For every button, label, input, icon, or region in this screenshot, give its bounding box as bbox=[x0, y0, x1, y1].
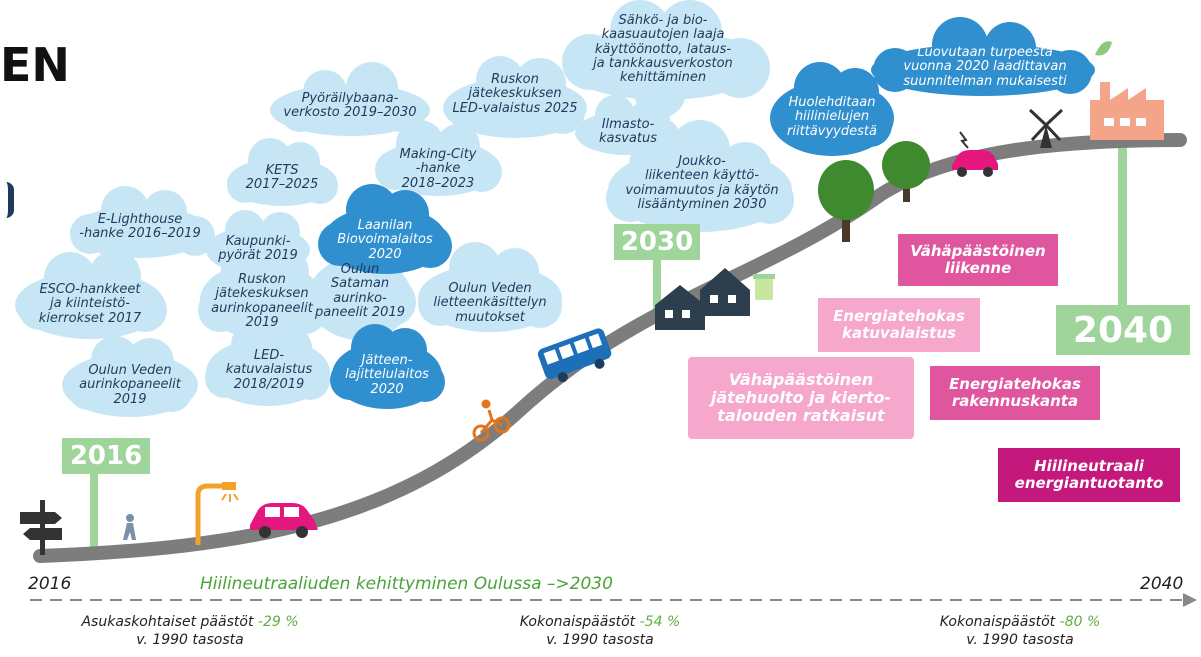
cloud-shapes-dark bbox=[318, 17, 1095, 409]
cloud-shape bbox=[70, 186, 215, 258]
timeline-title: Hiilineutraaliuden kehittyminen Oulussa … bbox=[200, 574, 613, 594]
stat-value: -29 % bbox=[257, 614, 299, 630]
cloud-label: Kaupunki- pyörät 2019 bbox=[218, 234, 298, 264]
bus-icon bbox=[537, 328, 612, 383]
pedestrian-icon bbox=[123, 514, 136, 540]
cloud-label: Pyöräilybaana- verkosto 2019–2030 bbox=[283, 91, 417, 121]
focus-box: Hiilineutraali energiantuotanto bbox=[998, 448, 1180, 502]
stat-value: -80 % bbox=[1059, 614, 1101, 630]
milestone-2040: 2040 bbox=[1056, 305, 1190, 355]
timeline-arrow-icon bbox=[1183, 593, 1197, 607]
cloud-shape bbox=[270, 62, 430, 136]
focus-box: Vähäpäästöinen liikenne bbox=[898, 234, 1058, 286]
tree-icon bbox=[818, 160, 874, 242]
recycling-bin-icon bbox=[753, 274, 775, 300]
cloud-shapes bbox=[15, 0, 794, 417]
focus-box: Energiatehokas katuvalaistus bbox=[818, 298, 980, 352]
cloud-label: Making-City -hanke 2018–2023 bbox=[399, 147, 477, 191]
stat-block: Kokonaispäästöt -80 % v. 1990 tasosta bbox=[870, 614, 1170, 649]
stat-sub: v. 1990 tasosta bbox=[546, 631, 654, 648]
cloud-label: Sähkö- ja bio- kaasuautojen laaja käyttö… bbox=[593, 13, 733, 86]
milestone-post-2030 bbox=[653, 258, 661, 318]
cloud-label: ESCO-hankkeet ja kiinteistö- kierrokset … bbox=[38, 282, 142, 326]
milestone-2016: 2016 bbox=[62, 438, 150, 474]
cloud-shape bbox=[205, 321, 330, 406]
cloud-shape bbox=[375, 120, 502, 196]
cloud-shape bbox=[606, 120, 794, 232]
stat-block: Asukaskohtaiset päästöt -29 % v. 1990 ta… bbox=[40, 614, 340, 649]
leaf-icon bbox=[1095, 41, 1112, 56]
windmill-icon bbox=[1028, 108, 1064, 148]
cloud-shape bbox=[418, 242, 562, 332]
focus-box: Energiatehokas rakennuskanta bbox=[930, 366, 1100, 420]
cloud-shape bbox=[330, 324, 445, 409]
cloud-label: Oulun Veden lietteenkäsittelyn muutokset bbox=[433, 281, 547, 325]
tree-icon bbox=[882, 141, 930, 202]
signpost-icon bbox=[20, 500, 62, 555]
houses-icon bbox=[655, 268, 750, 330]
stat-label: Kokonaispäästöt bbox=[939, 614, 1056, 630]
cloud-shape bbox=[871, 17, 1095, 96]
cloud-label: Luovutaan turpeesta vuonna 2020 laaditta… bbox=[903, 45, 1067, 89]
cloud-shape bbox=[770, 62, 894, 156]
stat-block: Kokonaispäästöt -54 % v. 1990 tasosta bbox=[450, 614, 750, 649]
stat-label: Asukaskohtaiset päästöt bbox=[81, 614, 254, 630]
cloud-shape bbox=[15, 250, 167, 339]
electric-car-icon bbox=[952, 131, 998, 177]
cloud-label: E-Lighthouse -hanke 2016–2019 bbox=[79, 212, 201, 242]
stat-sub: v. 1990 tasosta bbox=[136, 631, 244, 648]
street-lamp-icon bbox=[195, 482, 239, 545]
stat-sub: v. 1990 tasosta bbox=[966, 631, 1074, 648]
milestone-post-2016 bbox=[90, 470, 98, 552]
factory-icon bbox=[1090, 82, 1164, 140]
milestone-post-2040 bbox=[1118, 148, 1127, 308]
cloud-shape bbox=[443, 56, 587, 138]
cloud-label: Ruskon jätekeskuksen LED-valaistus 2025 bbox=[452, 72, 578, 116]
cloud-label: Laanilan Biovoimalaitos 2020 bbox=[337, 218, 433, 262]
cloud-label: Joukko- liikenteen käyttö- voimamuutos j… bbox=[625, 154, 779, 212]
milestone-2030: 2030 bbox=[614, 224, 700, 260]
car-icon bbox=[250, 503, 318, 538]
cloud-shape bbox=[62, 336, 198, 417]
focus-box: Vähäpäästöinen jätehuolto ja kierto- tal… bbox=[688, 357, 914, 439]
truncated-glyph bbox=[0, 182, 14, 218]
cloud-label: Huolehditaan hiilinielujen riittävyydest… bbox=[787, 95, 877, 139]
cloud-label: KETS 2017–2025 bbox=[245, 163, 319, 193]
cloud-shape bbox=[318, 184, 452, 274]
stat-value: -54 % bbox=[639, 614, 681, 630]
cloud-shape bbox=[227, 138, 338, 206]
timeline-start-label: 2016 bbox=[28, 574, 72, 594]
cloud-label: Oulun Veden aurinkopaneelit 2019 bbox=[79, 363, 181, 407]
cyclist-icon bbox=[472, 399, 511, 442]
cloud-label: Ilmasto- kasvatus bbox=[598, 117, 658, 147]
page-title: EN bbox=[0, 38, 70, 92]
cloud-label: LED- katuvalaistus 2018/2019 bbox=[225, 348, 313, 392]
cloud-label: Oulun Sataman aurinko- paneelit 2019 bbox=[315, 262, 405, 320]
timeline-end-label: 2040 bbox=[1140, 574, 1184, 594]
stat-label: Kokonaispäästöt bbox=[519, 614, 636, 630]
cloud-label: Jätteen- lajittelulaitos 2020 bbox=[345, 353, 429, 397]
cloud-label: Ruskon jätekeskuksen aurinkopaneelit 201… bbox=[211, 272, 313, 330]
